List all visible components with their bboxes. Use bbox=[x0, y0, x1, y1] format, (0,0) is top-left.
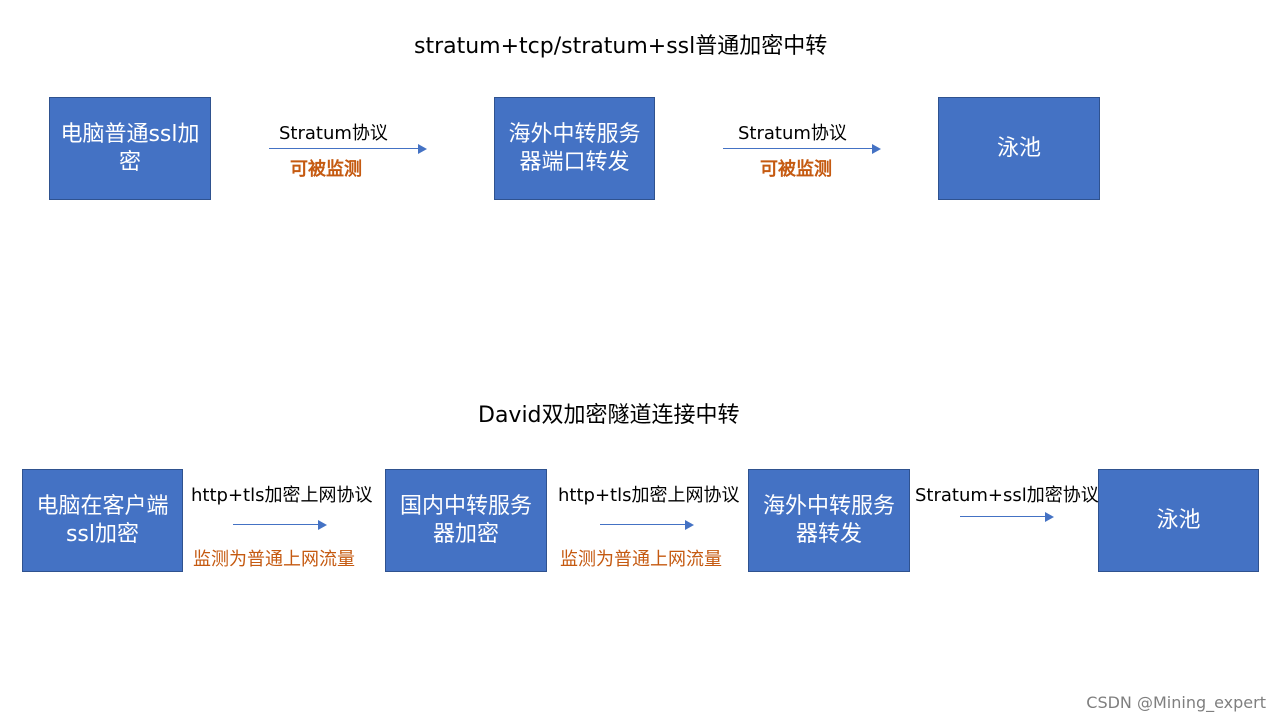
section2-link2-arrow bbox=[600, 520, 694, 530]
section2-link3-arrow bbox=[960, 512, 1054, 522]
section1-box-pool-label: 泳池 bbox=[996, 135, 1041, 161]
section2-link1-protocol: http+tls加密上网协议 bbox=[191, 485, 373, 506]
section2-link1-arrow bbox=[233, 520, 327, 530]
section1-box-pool: 泳池 bbox=[938, 97, 1100, 200]
section2-box-pool: 泳池 bbox=[1098, 469, 1259, 572]
section2-box-domestic-relay-label: 国内中转服务器加密 bbox=[399, 493, 532, 547]
section1-box-overseas-relay-label: 海外中转服务器端口转发 bbox=[508, 121, 641, 175]
section1-box-client: 电脑普通ssl加密 bbox=[49, 97, 211, 200]
section2-link2-protocol: http+tls加密上网协议 bbox=[558, 485, 740, 506]
section2-box-overseas-relay: 海外中转服务器转发 bbox=[748, 469, 910, 572]
section2-box-pool-label: 泳池 bbox=[1156, 507, 1201, 533]
section2-title: David双加密隧道连接中转 bbox=[478, 403, 740, 428]
section1-box-overseas-relay: 海外中转服务器端口转发 bbox=[494, 97, 655, 200]
section1-link1-protocol: Stratum协议 bbox=[279, 123, 388, 144]
section2-box-domestic-relay: 国内中转服务器加密 bbox=[385, 469, 547, 572]
section2-box-overseas-relay-label: 海外中转服务器转发 bbox=[762, 493, 895, 547]
section2-link2-note: 监测为普通上网流量 bbox=[560, 549, 722, 570]
section2-box-client-label: 电脑在客户端ssl加密 bbox=[36, 493, 169, 547]
section2-box-client: 电脑在客户端ssl加密 bbox=[22, 469, 183, 572]
section1-link1-arrow bbox=[269, 144, 427, 154]
section1-title: stratum+tcp/stratum+ssl普通加密中转 bbox=[414, 34, 828, 59]
section2-link3-protocol: Stratum+ssl加密协议 bbox=[915, 485, 1099, 506]
section2-link1-note: 监测为普通上网流量 bbox=[193, 549, 355, 570]
section1-link2-note: 可被监测 bbox=[760, 159, 832, 180]
watermark: CSDN @Mining_expert bbox=[1086, 693, 1266, 712]
section1-link2-protocol: Stratum协议 bbox=[738, 123, 847, 144]
section1-box-client-label: 电脑普通ssl加密 bbox=[60, 121, 200, 175]
section1-link2-arrow bbox=[723, 144, 881, 154]
section1-link1-note: 可被监测 bbox=[290, 159, 362, 180]
